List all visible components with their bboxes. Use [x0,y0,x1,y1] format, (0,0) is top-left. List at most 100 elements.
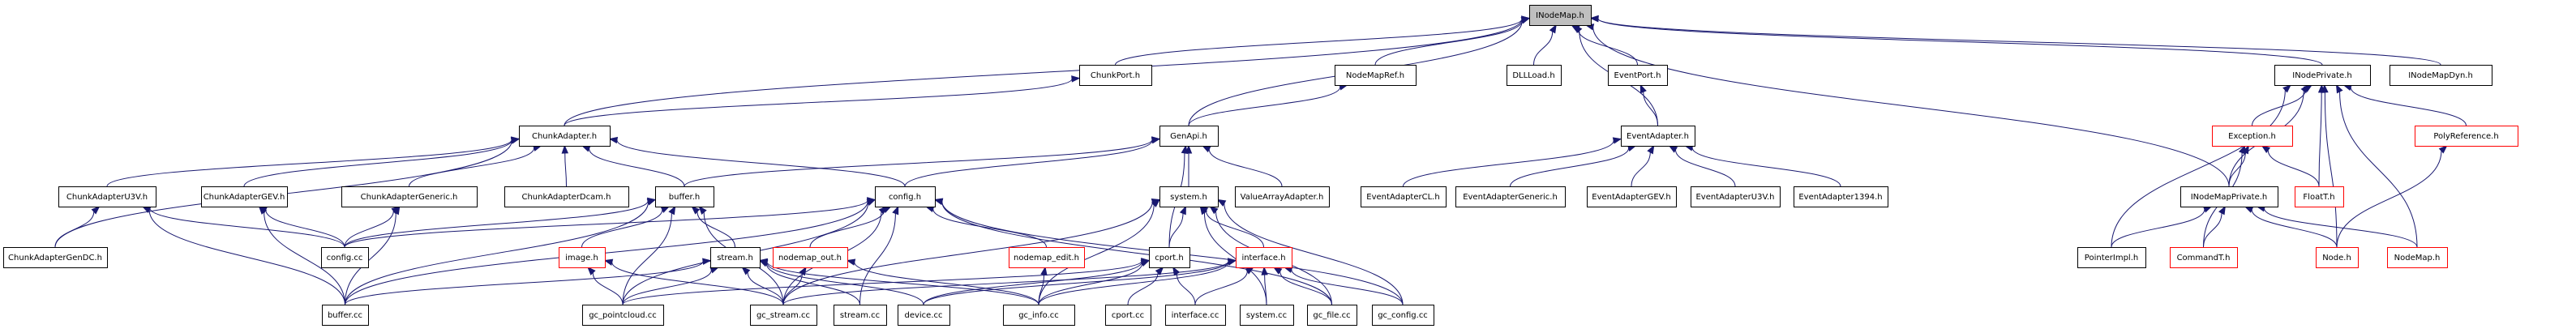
graph-node-eventadaptergev[interactable]: EventAdapterGEV.h [1587,186,1677,207]
graph-node-chunkadapter[interactable]: ChunkAdapter.h [519,126,611,147]
graph-node-nodemapref[interactable]: NodeMapRef.h [1335,65,1417,86]
node-box [321,247,369,268]
graph-node-image-h[interactable]: image.h [559,247,606,268]
graph-node-inodemapdyn[interactable]: INodeMapDyn.h [2390,65,2492,86]
node-label: config.cc [327,254,363,263]
edge-config_cc-to-chunkadaptergev [258,206,345,248]
graph-node-stream-h[interactable]: stream.h [710,247,761,268]
node-label: system.h [1170,193,1207,202]
graph-node-buffer-h[interactable]: buffer.h [655,186,714,207]
graph-node-cport-cc[interactable]: cport.cc [1105,305,1151,326]
arrowhead-icon [846,258,856,266]
edge-polyreference-to-inodeprivate [2342,83,2467,126]
edge-line [2324,92,2338,248]
graph-node-cport-h[interactable]: cport.h [1149,247,1190,268]
graph-node-chunkadaptergev[interactable]: ChunkAdapterGEV.h [201,186,288,207]
node-label: nodemap_edit.h [1014,254,1079,263]
graph-node-stream-cc[interactable]: stream.cc [834,305,887,326]
graph-node-pointerimpl[interactable]: PointerImpl.h [2077,247,2146,268]
edge-line [622,270,712,305]
edge-eventadaptergeneric-to-eventadapter [1510,144,1637,187]
graph-node-chunkadaptergendc[interactable]: ChunkAdapterGenDC.h [3,247,108,268]
graph-node-chunkport[interactable]: ChunkPort.h [1079,65,1152,86]
graph-node-commandt[interactable]: CommandT.h [2170,247,2238,268]
arrowhead-icon [2438,145,2448,154]
edge-line [1115,19,1523,66]
graph-node-system-h[interactable]: system.h [1159,186,1219,207]
graph-node-device-cc[interactable]: device.cc [898,305,950,326]
graph-node-inodemapprivate[interactable]: INodeMapPrivate.h [2180,186,2278,207]
node-box [1691,186,1781,207]
arrowhead-icon [1612,137,1622,144]
edge-dllload-to-inodemap [1533,23,1557,66]
arrowhead-icon [561,144,569,154]
edge-line [2350,87,2467,126]
edge-line [622,212,672,305]
graph-node-eventport[interactable]: EventPort.h [1608,65,1668,86]
node-box [1003,305,1075,326]
graph-node-system-cc[interactable]: system.cc [1240,305,1294,326]
edge-line [1224,203,1404,305]
graph-node-eventadapter[interactable]: EventAdapter.h [1621,126,1695,147]
node-box [3,247,108,268]
edge-line [264,211,345,305]
edge-node-to-polyreference [2336,145,2448,248]
edge-line [1674,149,1736,187]
edge-line [1205,210,1264,248]
edge-line [2267,150,2320,187]
node-label: EventAdapterGeneric.h [1463,193,1558,202]
graph-node-config-h[interactable]: config.h [875,186,936,207]
node-box [2316,247,2359,268]
edge-gc_info-to-nodemap_out [846,258,1039,305]
edge-line [344,200,649,248]
arrowhead-icon [646,199,657,206]
graph-node-gc-info[interactable]: gc_info.cc [1003,305,1075,326]
graph-node-interface-cc[interactable]: interface.cc [1165,305,1226,326]
edge-line [265,209,345,248]
graph-node-eventadaptercl[interactable]: EventAdapterCL.h [1361,186,1447,207]
edge-gc_stream-to-system_h [782,198,1161,305]
edge-eventadapteru3v-to-eventadapter [1668,145,1736,187]
edge-interface_h-to-system_h [1198,206,1264,248]
node-label: stream.h [717,254,753,263]
edge-line [409,147,535,187]
graph-node-config-cc[interactable]: config.cc [321,247,369,268]
graph-node-exception[interactable]: Exception.h [2212,126,2293,147]
edge-chunkadapter-to-chunkport [564,75,1081,126]
graph-node-gc-pointcloud[interactable]: gc_pointcloud.cc [582,305,664,326]
graph-node-floatt[interactable]: FloatT.h [2295,186,2344,207]
graph-node-inodeprivate[interactable]: INodePrivate.h [2274,65,2371,86]
graph-node-nodemap[interactable]: NodeMap.h [2387,247,2448,268]
edge-floatt-to-inodeprivate [2317,83,2325,187]
edge-gc_info-to-nodemap_edit [1038,266,1048,305]
graph-node-nodemap-edit[interactable]: nodemap_edit.h [1009,247,1085,268]
graph-node-chunkadaptergeneric[interactable]: ChunkAdapterGeneric.h [341,186,478,207]
edge-line [2251,209,2338,248]
edge-line [1533,31,1554,66]
node-label: cport.cc [1112,311,1144,320]
graph-node-polyreference[interactable]: PolyReference.h [2415,126,2518,147]
graph-node-eventadaptergeneric[interactable]: EventAdapterGeneric.h [1455,186,1566,207]
graph-node-gc-file[interactable]: gc_file.cc [1307,305,1357,326]
graph-node-genapi[interactable]: GenApi.h [1159,126,1219,147]
node-box [582,305,664,326]
graph-node-node[interactable]: Node.h [2316,247,2359,268]
graph-node-eventadapteru3v[interactable]: EventAdapterU3V.h [1691,186,1781,207]
graph-node-eventadapter1394[interactable]: EventAdapter1394.h [1794,186,1888,207]
arrowhead-icon [91,206,101,215]
graph-node-chunkadapteru3v[interactable]: ChunkAdapterU3V.h [58,186,156,207]
edge-line [1203,212,1267,305]
graph-node-valuearrayadapter[interactable]: ValueArrayAdapter.h [1235,186,1330,207]
graph-node-dllload[interactable]: DLLLoad.h [1507,65,1562,86]
graph-node-chunkadapterdcam[interactable]: ChunkAdapterDcam.h [504,186,629,207]
arrowhead-icon [1228,258,1237,265]
graph-node-gc-stream[interactable]: gc_stream.cc [750,305,817,326]
graph-node-nodemap-out[interactable]: nodemap_out.h [773,247,848,268]
graph-node-interface-h[interactable]: interface.h [1236,247,1292,268]
graph-node-buffer-cc[interactable]: buffer.cc [322,305,369,326]
node-label: interface.h [1241,254,1285,263]
graph-node-gc-config[interactable]: gc_config.cc [1372,305,1434,326]
node-label: EventAdapterU3V.h [1695,193,1774,202]
node-box [1372,305,1434,326]
arrowhead-icon [1181,144,1189,155]
